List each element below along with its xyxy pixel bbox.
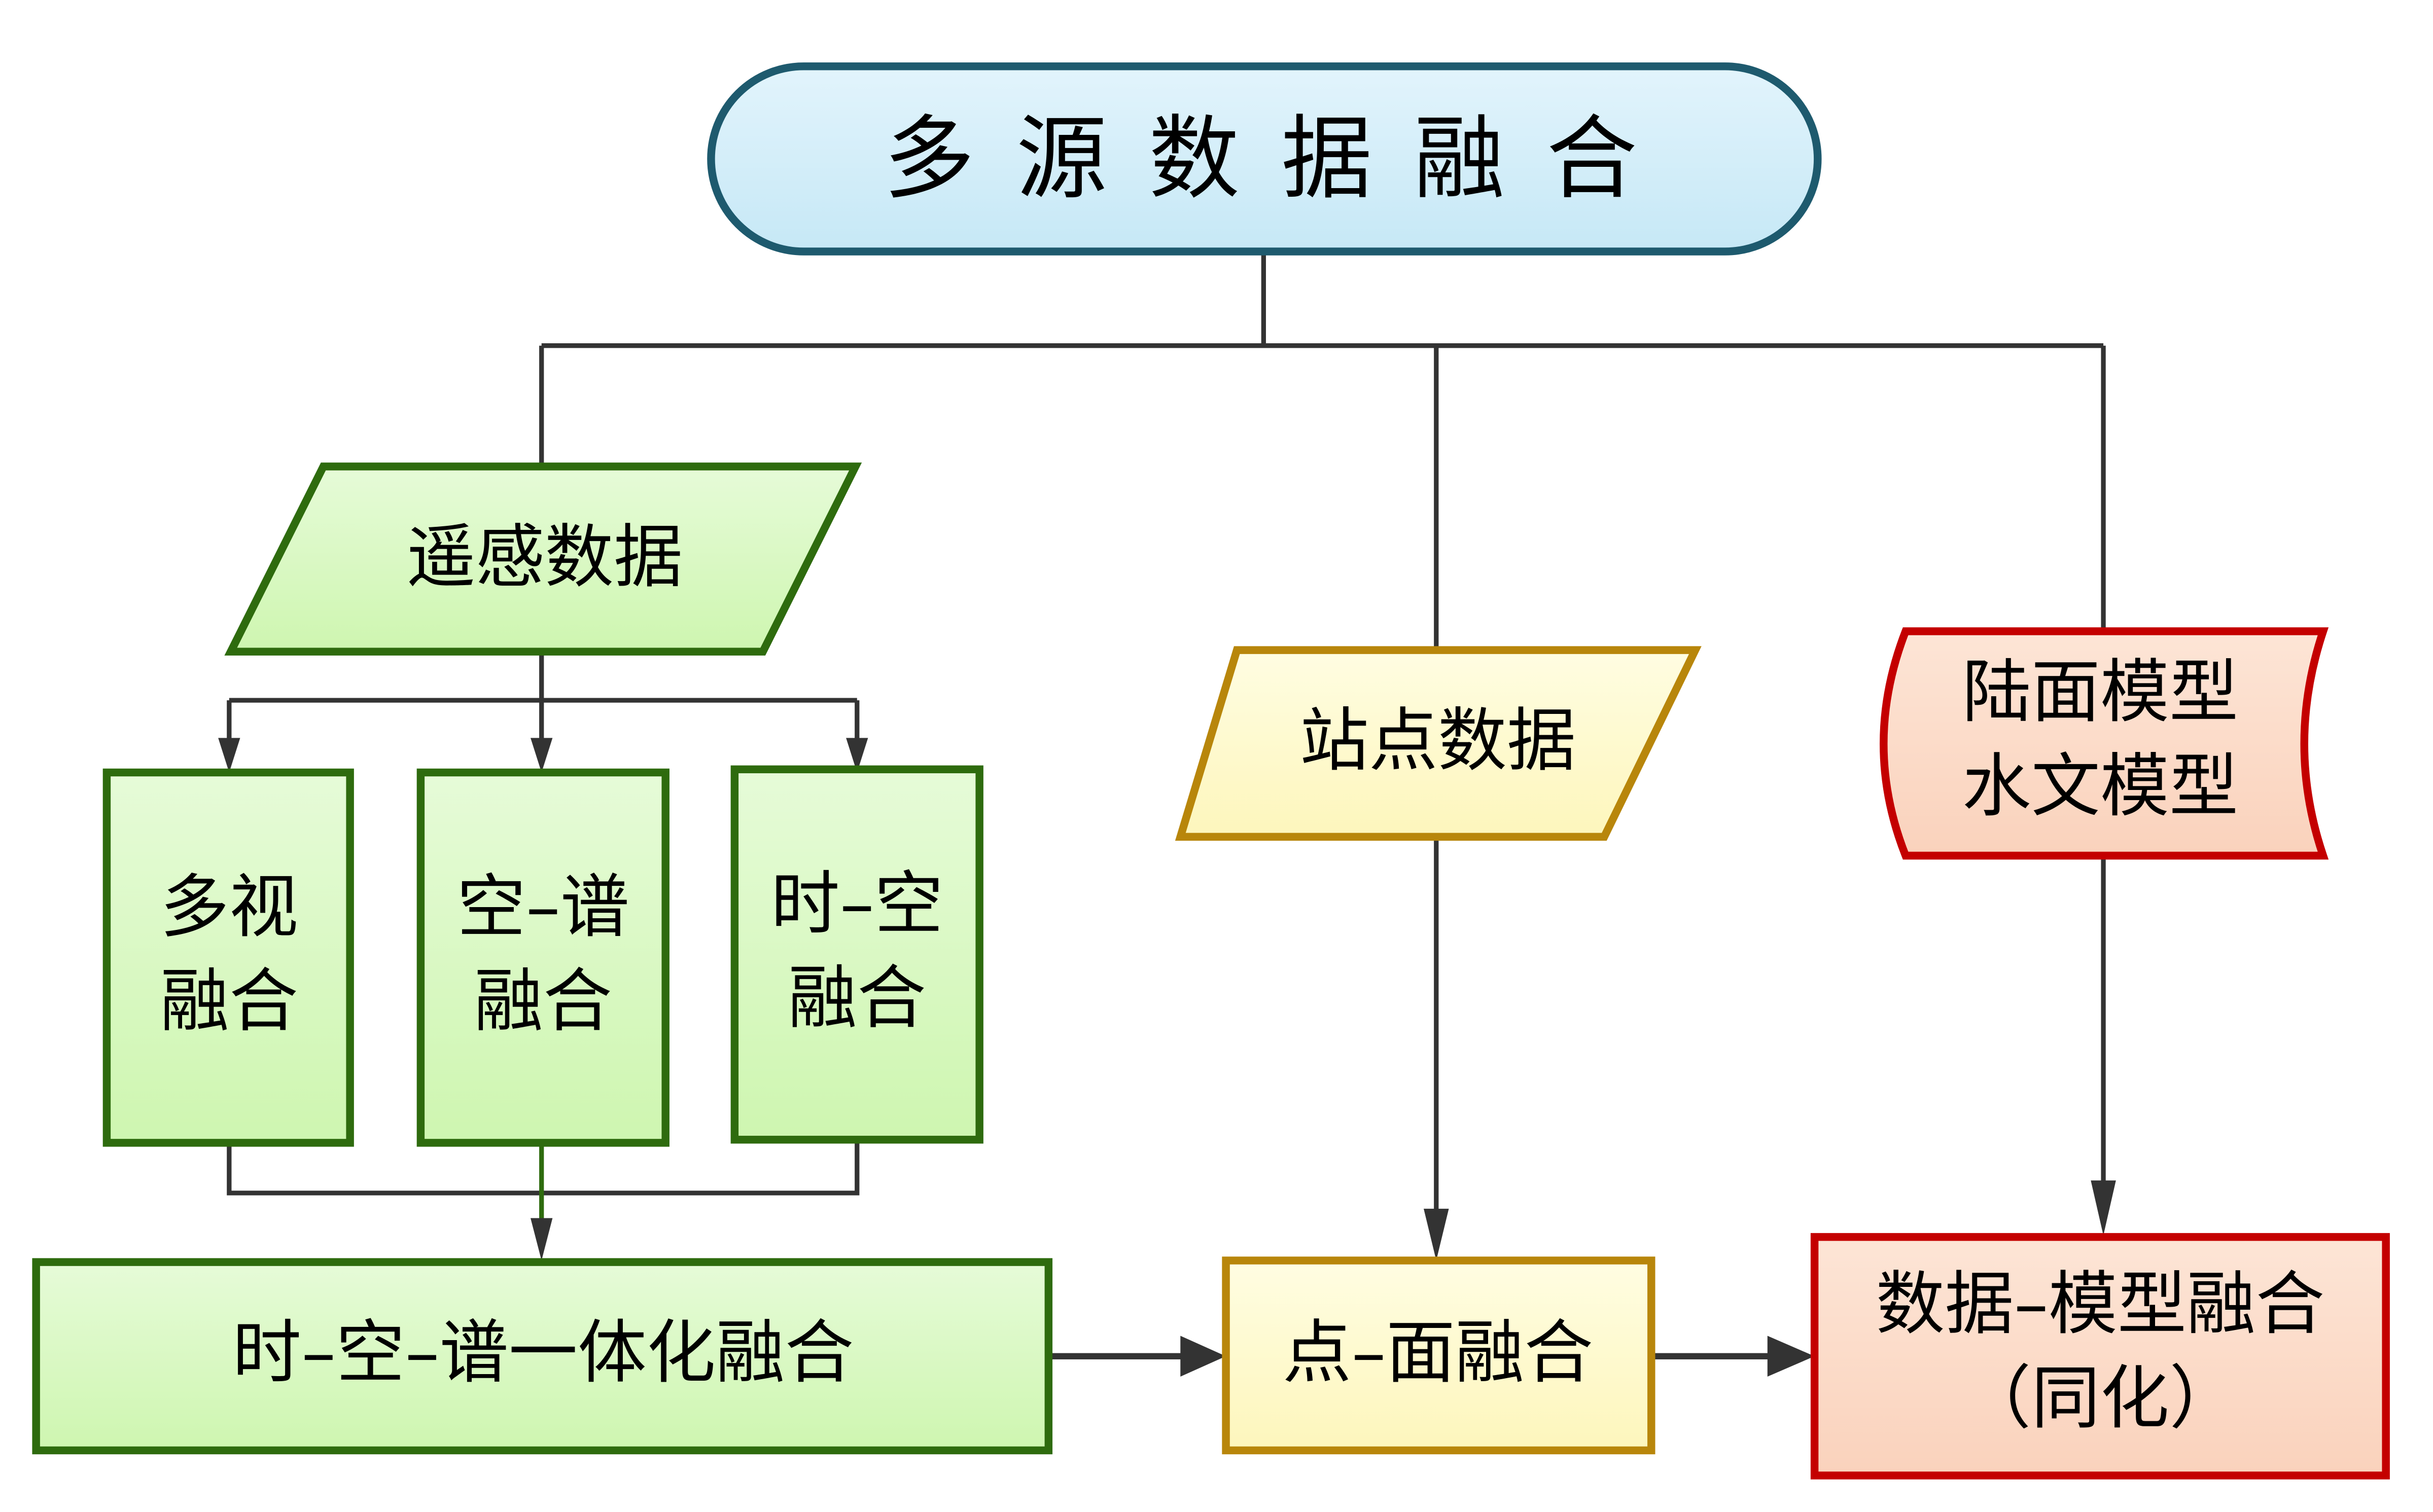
arrowhead-time-space <box>846 738 868 773</box>
node-multi-view-label-line-2: 融合 <box>160 961 298 1041</box>
node-data-model[interactable]: 数据–模型融合 （同化） <box>1810 1233 2390 1480</box>
node-point-surface[interactable]: 点–面融合 <box>1222 1256 1655 1455</box>
node-space-spectrum-label-line-2: 融合 <box>474 961 612 1041</box>
node-multi-view-label-line-1: 多视 <box>160 868 298 948</box>
arrowhead-point-surface-left <box>1180 1336 1226 1377</box>
arrowhead-data-model-top <box>2091 1180 2116 1236</box>
node-time-space-label-line-2: 融合 <box>788 958 926 1038</box>
node-time-space-label-line-1: 时–空 <box>771 864 943 944</box>
arrowhead-data-model-left <box>1767 1336 1815 1377</box>
connectors <box>218 251 2116 1377</box>
arrowhead-point-surface-top <box>1424 1208 1449 1261</box>
arrowhead-space-spectrum <box>531 738 553 773</box>
node-point-surface-label: 点–面融合 <box>1283 1313 1594 1393</box>
node-root-shape <box>707 62 1822 256</box>
node-remote-sensing-shape <box>224 462 862 656</box>
node-time-space[interactable]: 时–空 融合 <box>730 765 983 1144</box>
node-integrated-label: 时–空–谱一体化融合 <box>232 1313 854 1393</box>
node-root-label: 多 源 数 据 融 合 <box>884 106 1643 212</box>
node-data-model-shape <box>1810 1233 2390 1480</box>
node-model[interactable]: 陆面模型 水文模型 <box>1880 627 2329 860</box>
node-station-label: 站点数据 <box>1300 701 1576 781</box>
node-data-model-label-line-1: 数据–模型融合 <box>1876 1265 2324 1345</box>
node-space-spectrum-shape <box>416 768 669 1147</box>
node-integrated-shape <box>32 1258 1053 1455</box>
node-data-model-label-line-2: （同化） <box>1962 1358 2239 1438</box>
node-model-label-line-2: 水文模型 <box>1962 746 2239 826</box>
node-remote-sensing[interactable]: 遥感数据 <box>224 462 862 656</box>
node-time-space-shape <box>730 765 983 1144</box>
node-integrated[interactable]: 时–空–谱一体化融合 <box>32 1258 1053 1455</box>
node-point-surface-shape <box>1222 1256 1655 1455</box>
node-station[interactable]: 站点数据 <box>1175 646 1702 841</box>
node-root[interactable]: 多 源 数 据 融 合 <box>707 62 1822 256</box>
arrowhead-integrated <box>531 1218 553 1261</box>
node-model-shape <box>1880 627 2329 860</box>
node-multi-view[interactable]: 多视 融合 <box>102 768 354 1147</box>
node-station-shape <box>1175 646 1702 841</box>
node-space-spectrum-label-line-1: 空–谱 <box>457 868 629 948</box>
node-multi-view-shape <box>102 768 354 1147</box>
node-remote-sensing-label: 遥感数据 <box>407 518 683 598</box>
arrowhead-multi-view <box>218 738 240 773</box>
node-space-spectrum[interactable]: 空–谱 融合 <box>416 768 669 1147</box>
node-model-label-line-1: 陆面模型 <box>1962 653 2239 733</box>
